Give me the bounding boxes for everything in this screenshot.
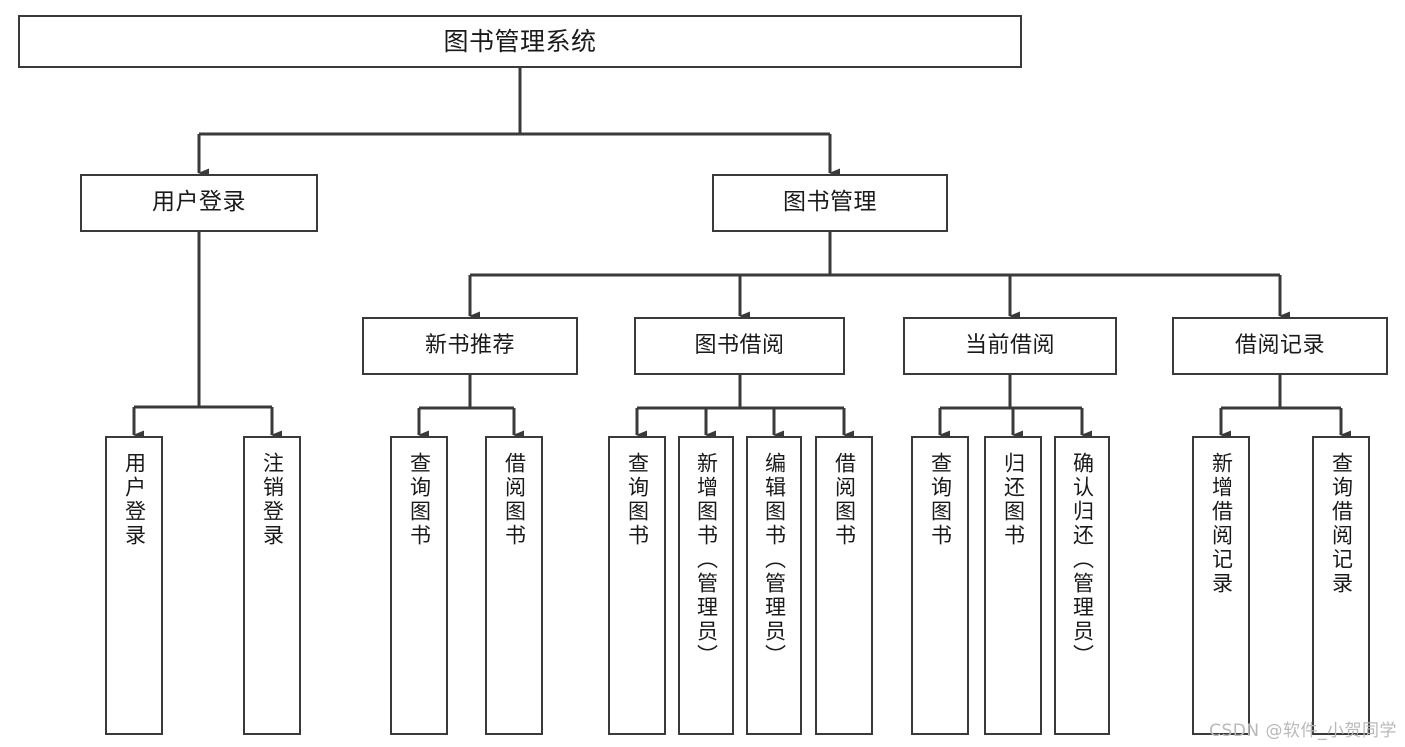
node-label: 图书管理系统 [443, 26, 597, 56]
node-user-login[interactable]: 用户登录 [80, 174, 318, 232]
node-leaf-borrow-book-rec[interactable]: 借阅图书 [485, 436, 543, 735]
node-label: 用户登录 [152, 189, 246, 216]
node-label: 借阅图书 [832, 452, 857, 548]
node-label: 当前借阅 [964, 333, 1055, 359]
node-leaf-confirm-return-admin[interactable]: 确认归还（管理员） [1054, 436, 1110, 735]
node-label: 借阅图书 [502, 452, 527, 548]
node-leaf-query-book-cur[interactable]: 查询图书 [911, 436, 969, 735]
node-new-book-recommend[interactable]: 新书推荐 [362, 317, 578, 375]
watermark-text: CSDN @软件_小贺同学 [1209, 721, 1397, 741]
node-leaf-add-borrow-record[interactable]: 新增借阅记录 [1192, 436, 1250, 735]
node-leaf-query-book-borrow[interactable]: 查询图书 [608, 436, 666, 735]
node-label: 图书借阅 [694, 333, 785, 359]
node-current-borrow[interactable]: 当前借阅 [903, 317, 1117, 375]
edge-paths [132, 68, 1351, 440]
node-label: 新书推荐 [424, 333, 515, 359]
node-label: 图书管理 [783, 189, 877, 216]
node-label: 查询图书 [407, 452, 432, 548]
node-leaf-logout[interactable]: 注销登录 [243, 436, 301, 735]
node-label: 查询借阅记录 [1329, 452, 1354, 596]
node-label: 借阅记录 [1234, 333, 1325, 359]
node-leaf-query-book-rec[interactable]: 查询图书 [390, 436, 448, 735]
node-leaf-borrow-book[interactable]: 借阅图书 [815, 436, 873, 735]
node-label: 新增图书（管理员） [694, 452, 719, 668]
node-leaf-return-book[interactable]: 归还图书 [984, 436, 1042, 735]
node-label: 查询图书 [625, 452, 650, 548]
node-label: 注销登录 [260, 452, 285, 548]
node-root[interactable]: 图书管理系统 [18, 15, 1022, 68]
node-leaf-query-borrow-record[interactable]: 查询借阅记录 [1312, 436, 1370, 735]
node-leaf-user-login[interactable]: 用户登录 [105, 436, 163, 735]
node-label: 新增借阅记录 [1209, 452, 1234, 596]
node-label: 确认归还（管理员） [1070, 452, 1095, 668]
node-leaf-add-book-admin[interactable]: 新增图书（管理员） [678, 436, 734, 735]
node-leaf-edit-book-admin[interactable]: 编辑图书（管理员） [746, 436, 802, 735]
node-label: 编辑图书（管理员） [762, 452, 787, 668]
node-book-management[interactable]: 图书管理 [712, 174, 948, 232]
node-label: 用户登录 [122, 452, 147, 548]
node-borrow-records[interactable]: 借阅记录 [1172, 317, 1388, 375]
node-label: 归还图书 [1001, 452, 1026, 548]
node-label: 查询图书 [928, 452, 953, 548]
node-book-borrow[interactable]: 图书借阅 [634, 317, 845, 375]
